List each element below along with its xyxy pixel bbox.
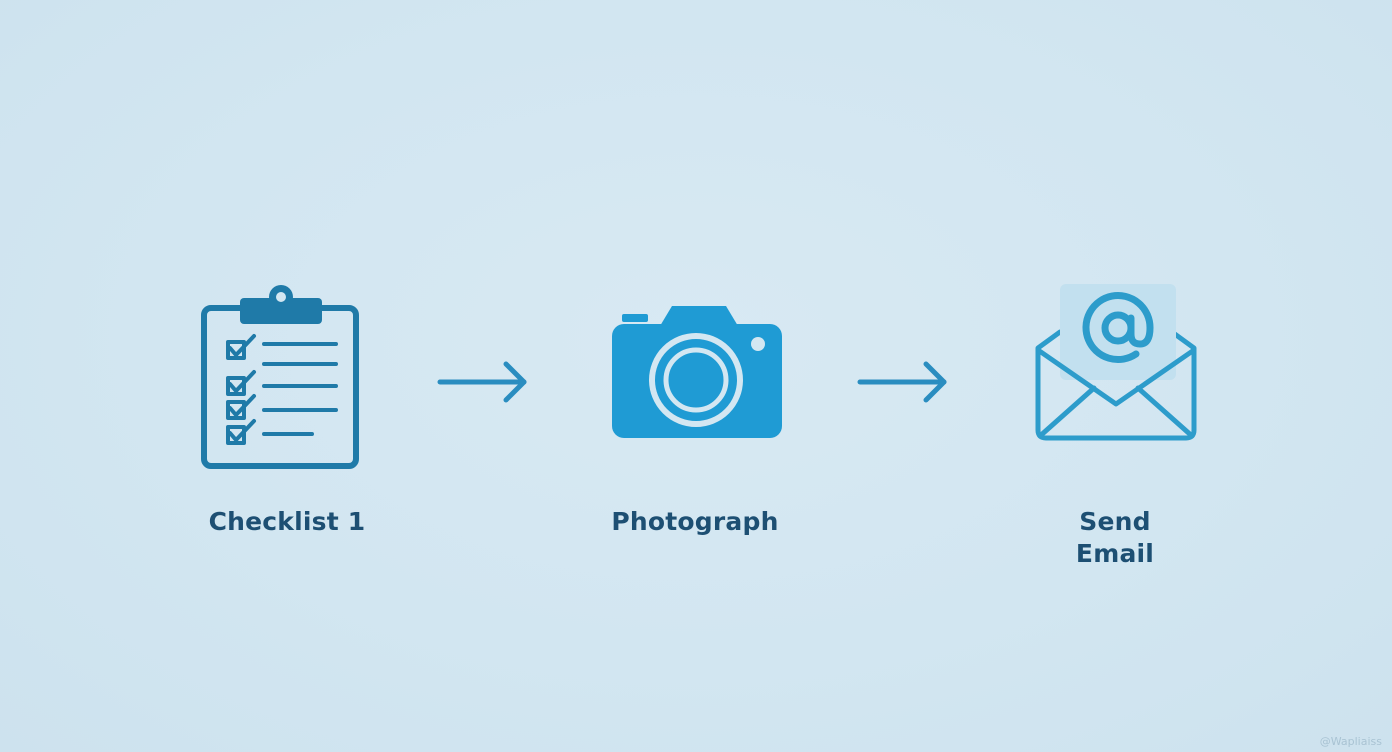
watermark: @Wapliaiss (1319, 735, 1382, 748)
envelope-at-icon (1035, 284, 1197, 441)
step-label-line: Email (1075, 539, 1155, 568)
arrow-right-icon (857, 361, 947, 403)
step-label-photograph: Photograph (611, 507, 779, 536)
step-label-send-email: Send Email (1016, 506, 1214, 570)
step-label-line: Send (1079, 507, 1151, 536)
step-label-checklist: Checklist 1 (208, 507, 366, 536)
arrow-right-icon (437, 361, 527, 403)
clipboard-checklist-icon (201, 285, 359, 469)
camera-icon (612, 306, 782, 438)
